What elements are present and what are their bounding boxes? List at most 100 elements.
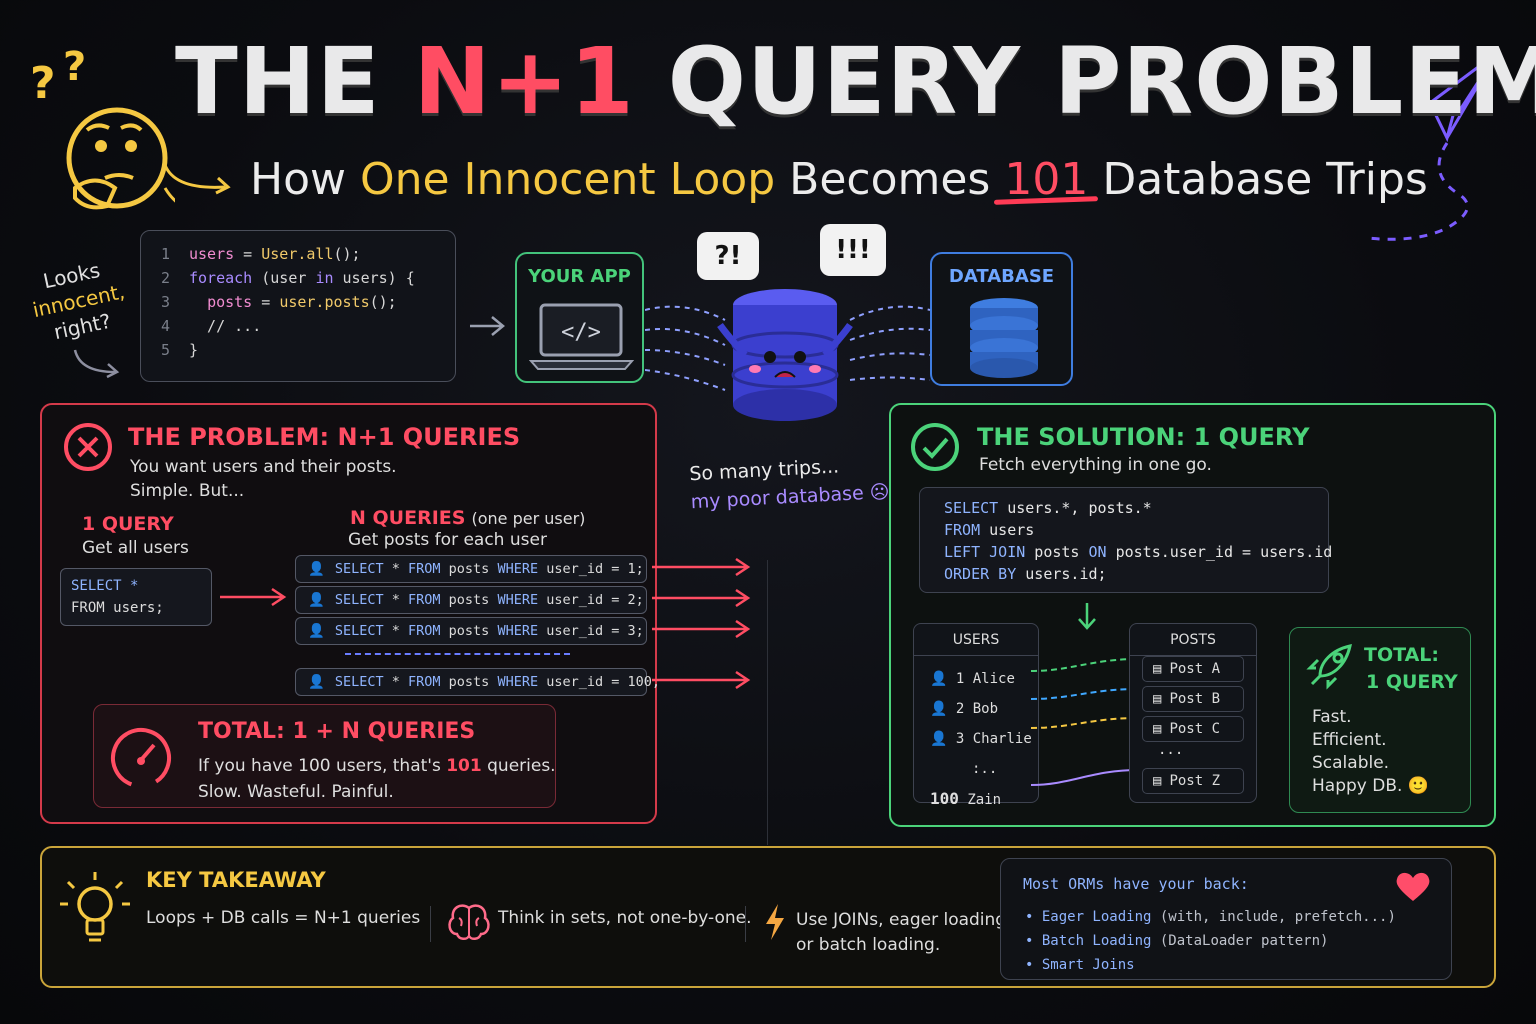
post-chip: ▤Post C <box>1142 716 1244 742</box>
one-query-desc: Get all users <box>82 538 189 558</box>
user-icon: 👤 <box>930 671 948 687</box>
looks-innocent-note: Looks innocent, right? <box>30 257 127 345</box>
user-icon: 👤 <box>308 674 325 690</box>
database-node: DATABASE <box>930 252 1073 386</box>
users-table: USERS 👤 1 Alice 👤 2 Bob 👤 3 Charlie :.. … <box>913 623 1039 808</box>
orm-list: • Eager Loading (with, include, prefetch… <box>1025 905 1396 977</box>
dotted-divider <box>345 653 570 655</box>
takeaway-item-sets: Think in sets, not one-by-one. <box>498 908 752 928</box>
arrow-right-icon <box>220 587 287 607</box>
orm-item: • Smart Joins <box>1025 957 1135 973</box>
comment-icon: ▤ <box>1153 721 1162 737</box>
post-chip: ▤Post B <box>1142 686 1244 712</box>
user-row: 👤 2 Bob <box>930 701 999 717</box>
posts-table-header: POSTS <box>1130 624 1256 656</box>
mascot-caption: So many trips... my poor database ☹ <box>689 450 892 516</box>
n-queries-title: N QUERIES (one per user) <box>350 507 586 529</box>
sad-database-mascot-icon <box>717 289 853 421</box>
lightning-icon <box>766 904 784 940</box>
error-x-icon <box>64 423 112 471</box>
users-select-sql: SELECT * FROM users; <box>60 568 212 626</box>
app-title: YOUR APP <box>528 266 631 287</box>
comment-icon: ▤ <box>1153 661 1162 677</box>
problem-total-desc: If you have 100 users, that's 101 querie… <box>198 756 556 802</box>
solution-total-title: TOTAL: 1 QUERY <box>1364 644 1458 693</box>
n-query-row: 👤SELECT * FROM posts WHERE user_id = 2; <box>295 586 647 614</box>
users-table-header: USERS <box>914 624 1038 656</box>
heart-icon <box>1396 872 1430 901</box>
user-icon: 👤 <box>308 592 325 608</box>
n-query-row: 👤SELECT * FROM posts WHERE user_id = 100… <box>295 668 660 696</box>
orm-item: • Eager Loading (with, include, prefetch… <box>1025 909 1396 925</box>
query-arrows <box>652 557 751 690</box>
rocket-icon <box>1306 644 1352 690</box>
comment-icon: ▤ <box>1153 773 1162 789</box>
solution-panel: THE SOLUTION: 1 QUERY Fetch everything i… <box>889 403 1496 827</box>
check-circle-icon <box>911 423 959 471</box>
takeaway-divider <box>430 906 431 942</box>
speedometer-icon <box>111 728 171 788</box>
arrow-down-icon <box>1078 603 1096 630</box>
user-icon: 👤 <box>930 731 948 747</box>
curved-arrow-icon <box>163 164 231 195</box>
posts-table: POSTS ▤Post A ▤Post B ▤Post C ... ▤Post … <box>1129 623 1257 803</box>
database-stack-icon <box>970 298 1038 378</box>
thinking-face-icon: ? ? <box>30 44 175 210</box>
problem-total-title: TOTAL: 1 + N QUERIES <box>198 719 476 744</box>
svg-text:?: ? <box>63 44 86 90</box>
post-chip: ▤Post A <box>1142 656 1244 682</box>
posts-ellipsis: ... <box>1158 742 1184 758</box>
join-connector-lines <box>1031 658 1140 786</box>
dashed-request-lines <box>645 305 931 391</box>
orm-item: • Batch Loading (DataLoader pattern) <box>1025 933 1329 949</box>
arrow-right-icon <box>470 316 505 336</box>
user-icon: 👤 <box>930 701 948 717</box>
users-ellipsis: :.. <box>972 761 998 777</box>
problem-description: You want users and their posts. Simple. … <box>130 457 397 501</box>
join-sql-box: SELECT users.*, posts.* FROM users LEFT … <box>919 487 1332 593</box>
vertical-divider <box>767 560 768 845</box>
takeaway-divider <box>745 906 746 942</box>
your-app-node: YOUR APP </> <box>515 252 644 383</box>
solution-description: Fetch everything in one go. <box>979 455 1212 475</box>
page-title: THE N+1 QUERY PROBLEM: <box>175 28 1536 135</box>
one-query-title: 1 QUERY <box>82 513 174 535</box>
note-arrow-icon <box>73 349 120 379</box>
svg-text:</>: </> <box>561 320 601 345</box>
orm-title: Most ORMs have your back: <box>1023 875 1249 893</box>
takeaway-title: KEY TAKEAWAY <box>146 868 326 892</box>
code-line: 5} <box>161 341 199 359</box>
laptop-code-icon: </> <box>529 303 634 370</box>
solution-benefits: Fast. Efficient. Scalable. Happy DB. 🙂 <box>1312 707 1429 796</box>
code-line: 4 // ... <box>161 317 262 335</box>
speech-bubble-alarm: !!! <box>820 224 886 276</box>
speech-bubble-confused: ?! <box>697 232 759 280</box>
user-row: 100 Zain <box>930 789 1002 808</box>
problem-title: THE PROBLEM: N+1 QUERIES <box>128 423 521 451</box>
brain-icon <box>448 904 490 940</box>
n-query-row: 👤SELECT * FROM posts WHERE user_id = 1; <box>295 555 647 583</box>
lightbulb-icon <box>60 872 130 942</box>
user-row: 👤 3 Charlie <box>930 731 1032 747</box>
paper-plane-icon <box>1366 51 1499 241</box>
solution-total-box: TOTAL: 1 QUERY Fast. Efficient. Scalable… <box>1289 627 1471 813</box>
takeaway-item-loops: Loops + DB calls = N+1 queries <box>146 908 421 928</box>
user-icon: 👤 <box>308 623 325 639</box>
orm-tips-box: Most ORMs have your back: • Eager Loadin… <box>1000 858 1452 980</box>
problem-total-box: TOTAL: 1 + N QUERIES If you have 100 use… <box>93 704 556 808</box>
solution-title: THE SOLUTION: 1 QUERY <box>977 423 1310 451</box>
page-subtitle: How One Innocent Loop Becomes 101 Databa… <box>250 154 1428 205</box>
takeaway-item-joins: Use JOINs, eager loading, or batch loadi… <box>796 910 1012 955</box>
n-queries-desc: Get posts for each user <box>348 530 547 550</box>
database-title: DATABASE <box>948 266 1055 287</box>
code-line: 3 posts = user.posts(); <box>161 293 397 311</box>
comment-icon: ▤ <box>1153 691 1162 707</box>
svg-text:?: ? <box>30 58 56 109</box>
n-query-row: 👤SELECT * FROM posts WHERE user_id = 3; <box>295 617 647 645</box>
post-chip: ▤Post Z <box>1142 768 1244 794</box>
user-row: 👤 1 Alice <box>930 671 1015 687</box>
user-icon: 👤 <box>308 561 325 577</box>
